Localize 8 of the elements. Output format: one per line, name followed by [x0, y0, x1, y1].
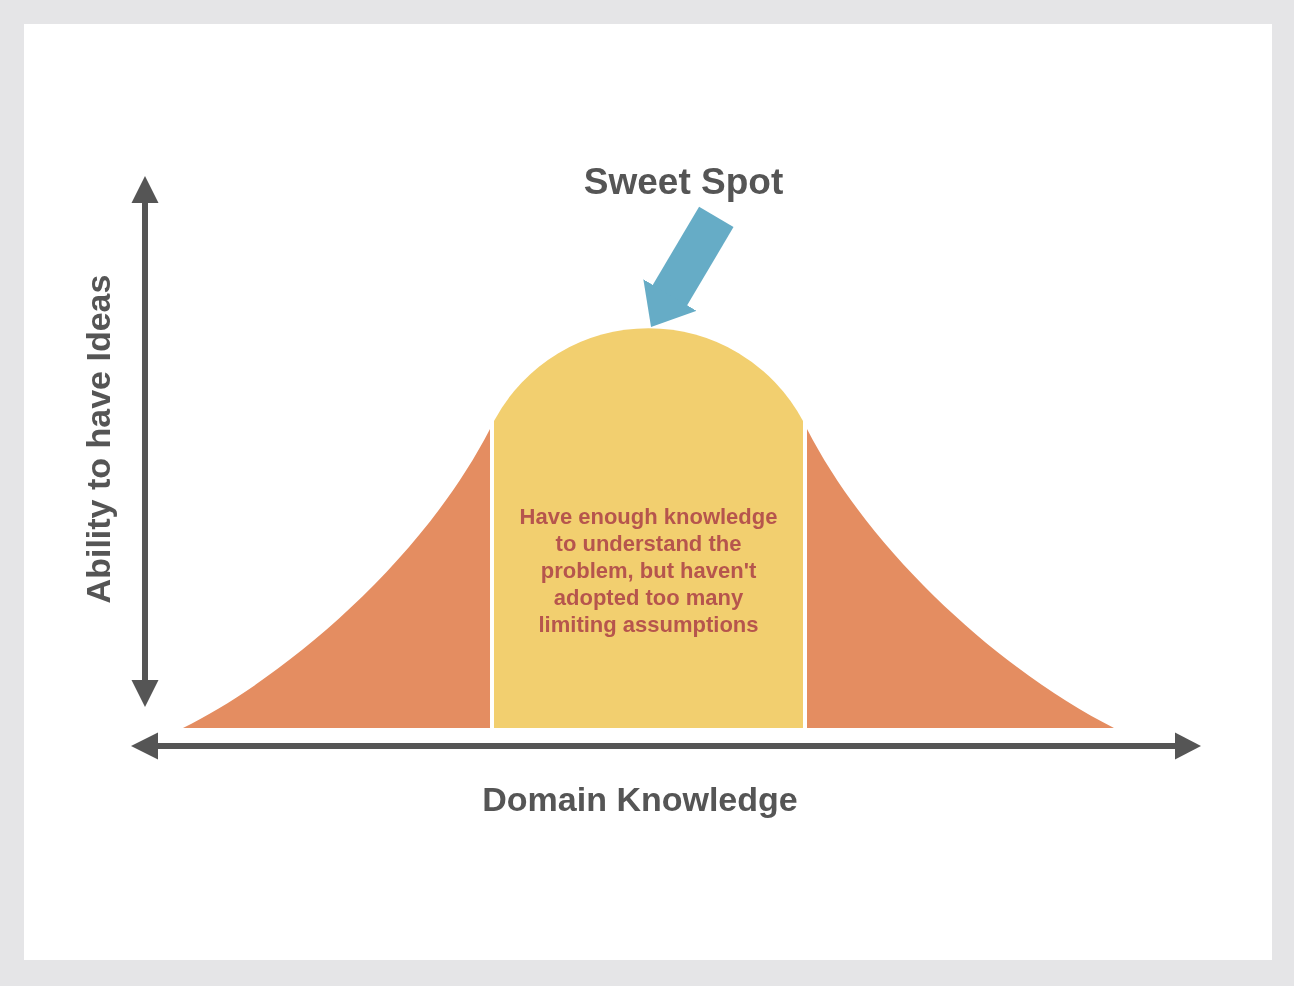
- center-curve-segment: [494, 327, 803, 728]
- segment-description: Have enough knowledge to understand the problem, but haven't adopted too many limiting assumptions: [518, 503, 779, 638]
- y-axis-label: Ability to have Ideas: [77, 274, 118, 603]
- left-curve-segment: [183, 429, 490, 728]
- callout-label: Sweet Spot: [583, 160, 784, 204]
- x-axis-label: Domain Knowledge: [482, 779, 798, 819]
- callout-arrow: [643, 206, 734, 328]
- right-curve-segment: [807, 429, 1114, 728]
